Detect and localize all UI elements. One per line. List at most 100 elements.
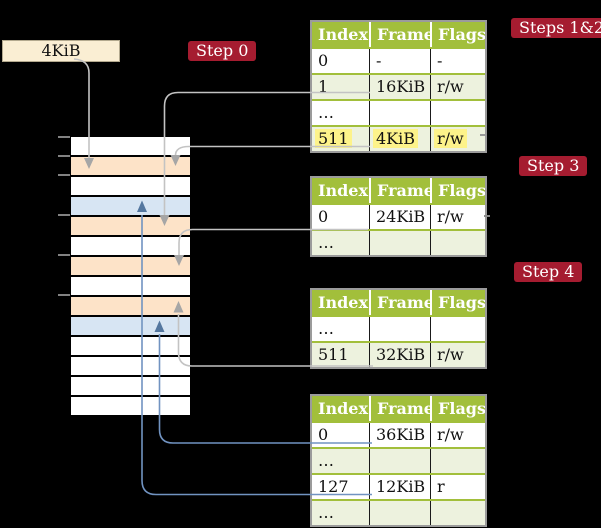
cell-value: 32KiB	[376, 345, 426, 364]
memory-frame-row-blue	[71, 317, 190, 335]
table-row: …	[312, 447, 485, 473]
table-cell: 0	[312, 423, 369, 447]
cell-value: …	[318, 503, 334, 522]
table-cell	[369, 317, 430, 341]
table-row: 0 - -	[312, 47, 485, 73]
badge-step-3: Step 3	[519, 156, 588, 176]
memory-frame-row-white	[71, 377, 190, 395]
table-cell: -	[430, 49, 485, 73]
badge-step-4: Step 4	[514, 262, 583, 282]
table-cell: r/w	[430, 75, 485, 99]
cell-value: -	[376, 51, 382, 70]
cell-value: 24KiB	[376, 207, 426, 226]
table-row: …	[312, 499, 485, 525]
memory-frame-row-white	[71, 137, 190, 155]
highlighted-value: 511	[315, 129, 352, 148]
table-cell	[369, 101, 430, 125]
table-cell: …	[312, 317, 369, 341]
table-cell: r/w	[430, 127, 485, 151]
cell-value: …	[318, 319, 334, 338]
table-cell	[369, 231, 430, 255]
table-row: …	[312, 99, 485, 125]
column-header-index: Index	[318, 399, 369, 418]
highlighted-value: r/w	[434, 129, 467, 148]
table-cell: …	[312, 101, 369, 125]
table-row: 511 4KiB r/w	[312, 125, 485, 151]
memory-frame-row-white	[71, 177, 190, 195]
cell-value: r/w	[437, 425, 464, 444]
memory-tick-marks	[58, 136, 70, 296]
table-cell	[369, 501, 430, 525]
table-cell: 32KiB	[369, 343, 430, 367]
table-cell	[369, 449, 430, 473]
table-cell: 0	[312, 205, 369, 229]
cell-value: 127	[318, 477, 349, 496]
table-cell: r	[430, 475, 485, 499]
memory-frame-row-white	[71, 357, 190, 375]
column-header-index: Index	[318, 25, 369, 44]
memory-frame-row-peach	[71, 157, 190, 175]
memory-frame-row-peach	[71, 297, 190, 315]
column-header-frame: Frame	[369, 178, 430, 203]
cell-value: …	[318, 233, 334, 252]
physical-memory-column	[71, 137, 190, 415]
badge-step-0: Step 0	[188, 41, 257, 61]
cell-value: …	[318, 451, 334, 470]
table-row: …	[312, 229, 485, 255]
cell-value: r/w	[437, 207, 464, 226]
table-cell: 12KiB	[369, 475, 430, 499]
table-cell	[430, 501, 485, 525]
table-cell: 1	[312, 75, 369, 99]
memory-frame-row-white	[71, 277, 190, 295]
column-header-frame: Frame	[369, 22, 430, 47]
table-cell: 0	[312, 49, 369, 73]
column-header-frame: Frame	[369, 290, 430, 315]
memory-frame-row-peach	[71, 257, 190, 275]
table-row: 0 36KiB r/w	[312, 421, 485, 447]
column-header-frame: Frame	[369, 396, 430, 421]
memory-frame-row-blue	[71, 197, 190, 215]
memory-frame-row-white	[71, 237, 190, 255]
table-row: …	[312, 315, 485, 341]
table-cell: r/w	[430, 205, 485, 229]
table-cell: r/w	[430, 423, 485, 447]
table-cell: 24KiB	[369, 205, 430, 229]
cell-value: 0	[318, 51, 329, 70]
column-header-flags: Flags	[430, 22, 485, 47]
cell-value: 0	[318, 207, 329, 226]
table-cell: …	[312, 449, 369, 473]
cell-value: 511	[318, 345, 349, 364]
cell-value: -	[437, 51, 443, 70]
table-cell: 16KiB	[369, 75, 430, 99]
column-header-index: Index	[318, 293, 369, 312]
table-cell	[430, 101, 485, 125]
cell-value: 0	[318, 425, 329, 444]
highlighted-value: 4KiB	[373, 129, 419, 148]
cell-value: 1	[318, 77, 329, 96]
cell-value: …	[318, 103, 334, 122]
badge-steps-1-2: Steps 1&2	[511, 18, 601, 38]
table-cell: …	[312, 501, 369, 525]
column-header-flags: Flags	[430, 290, 485, 315]
table-row: 127 12KiB r	[312, 473, 485, 499]
table-cell: 511	[312, 343, 369, 367]
table-cell	[430, 231, 485, 255]
column-header-flags: Flags	[430, 396, 485, 421]
memory-frame-row-peach	[71, 217, 190, 235]
cell-value: r	[437, 477, 445, 496]
table-row: 0 24KiB r/w	[312, 203, 485, 229]
table-cell	[430, 449, 485, 473]
column-header-index: Index	[318, 181, 369, 200]
cell-value: 36KiB	[376, 425, 426, 444]
table-cell: …	[312, 231, 369, 255]
table-cell: 127	[312, 475, 369, 499]
page-size-label: 4KiB	[2, 40, 120, 62]
